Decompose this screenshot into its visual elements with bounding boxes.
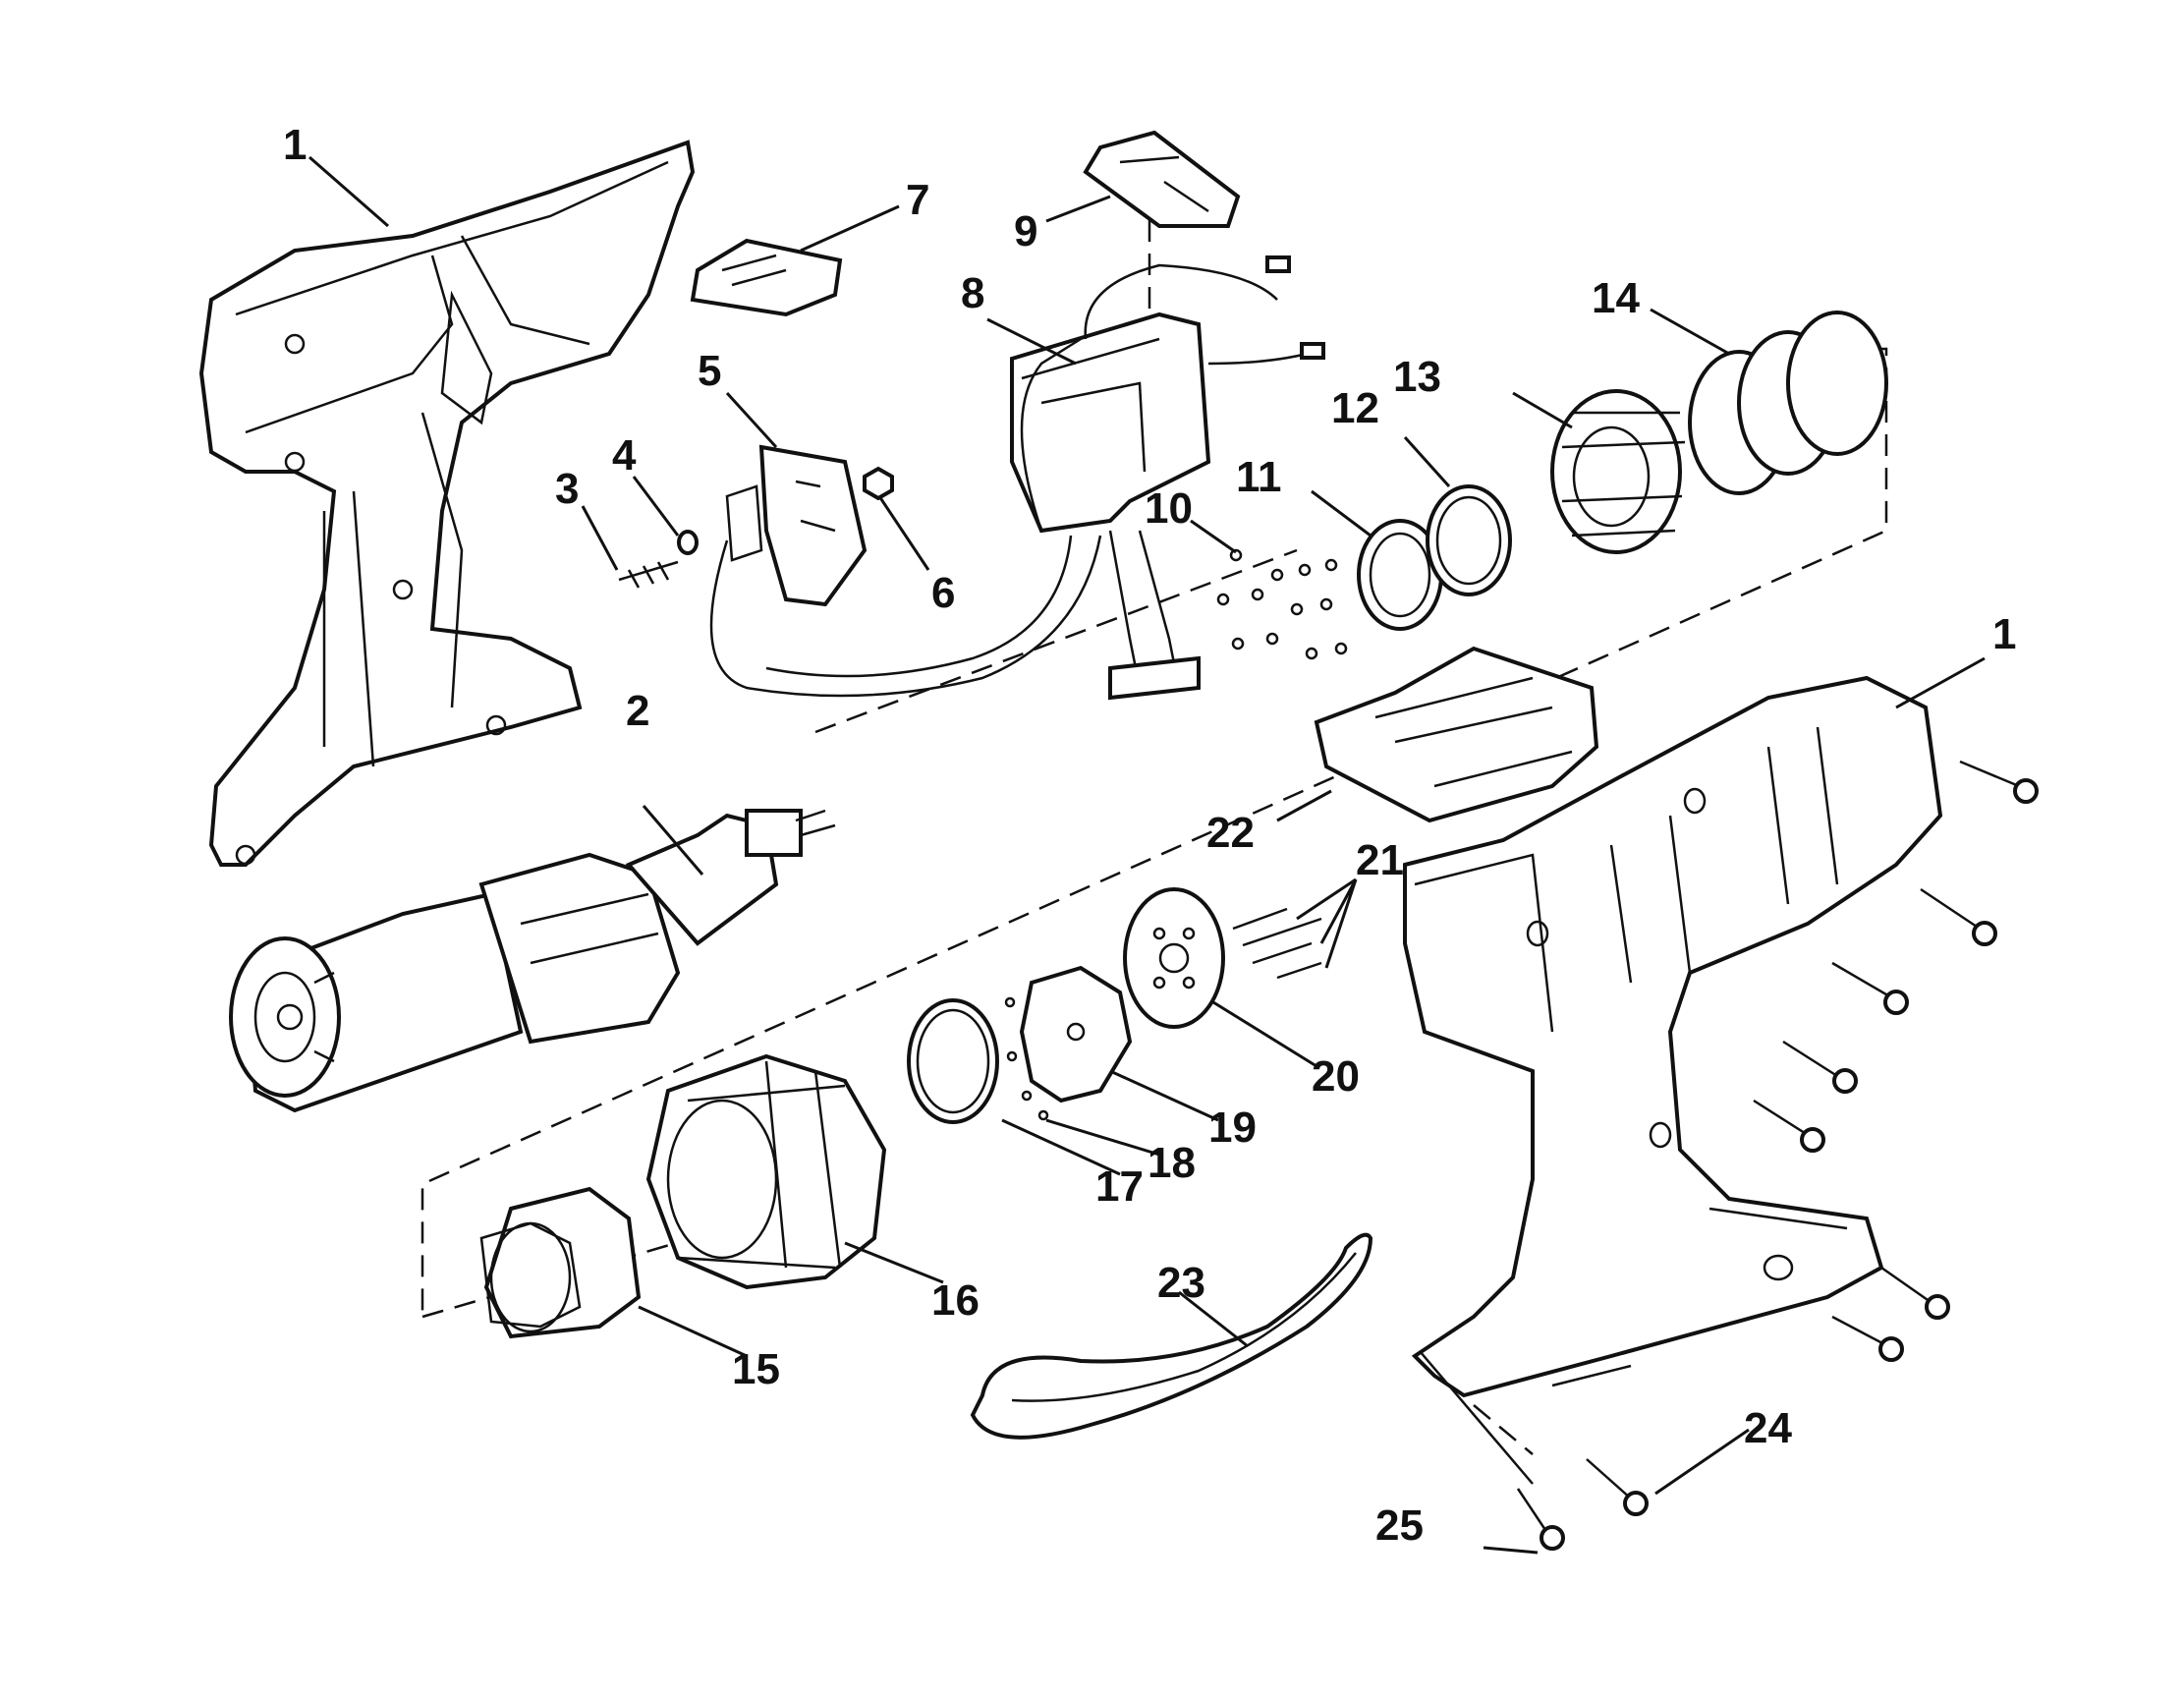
- washers-17-19: [907, 965, 1133, 1124]
- part-label-14: 14: [1592, 274, 1640, 322]
- left-housing-half: [198, 140, 696, 867]
- part-label-15: 15: [732, 1345, 780, 1393]
- part-label-8: 8: [961, 269, 984, 317]
- part-label-19: 19: [1208, 1104, 1257, 1152]
- part-label-25: 25: [1375, 1501, 1424, 1550]
- part-label-1-right: 1: [1992, 610, 2016, 658]
- gear-housing: [645, 1053, 887, 1290]
- part-label-24: 24: [1744, 1404, 1792, 1452]
- part-label-9: 9: [1014, 207, 1037, 255]
- part-label-18: 18: [1148, 1139, 1196, 1187]
- part-label-6: 6: [931, 569, 955, 617]
- part-label-23: 23: [1157, 1259, 1205, 1307]
- clutch-cap: [479, 1186, 642, 1339]
- part-label-1: 1: [283, 121, 307, 169]
- leader-lines: [308, 155, 1986, 1555]
- lanyard: [970, 1232, 1373, 1440]
- part-label-11: 11: [1236, 453, 1282, 501]
- clutch-ring: [1550, 389, 1686, 554]
- part-label-20: 20: [1312, 1052, 1360, 1101]
- part-label-13: 13: [1393, 353, 1441, 401]
- part-label-7: 7: [906, 176, 929, 224]
- part-label-16: 16: [931, 1276, 980, 1325]
- part-labels: 1 2 3 4 5 6 7 8 9 10 11 12 13 14 15 16 1…: [283, 121, 2016, 1550]
- part-label-5: 5: [698, 347, 721, 395]
- rings-11-12: [1357, 484, 1512, 631]
- part-label-4: 4: [612, 431, 637, 480]
- spring-plate: [690, 238, 843, 317]
- disk: [1123, 887, 1225, 1029]
- part-label-10: 10: [1145, 484, 1193, 533]
- steel-balls: [1216, 548, 1348, 660]
- right-housing-half: [1403, 675, 1943, 1398]
- housing-screws: [1419, 760, 2039, 1551]
- part-label-3: 3: [555, 465, 579, 513]
- part-label-22: 22: [1206, 809, 1255, 857]
- motor: [229, 809, 836, 1113]
- spring: [1688, 311, 1888, 495]
- small-parts-3-6: [618, 444, 894, 607]
- part-label-12: 12: [1331, 384, 1379, 432]
- part-label-21: 21: [1356, 836, 1404, 884]
- battery-latch: [1314, 646, 1599, 823]
- switch-assembly: [709, 130, 1325, 701]
- part-label-2: 2: [626, 687, 649, 735]
- part-label-17: 17: [1095, 1162, 1144, 1211]
- screws-21: [1232, 907, 1322, 980]
